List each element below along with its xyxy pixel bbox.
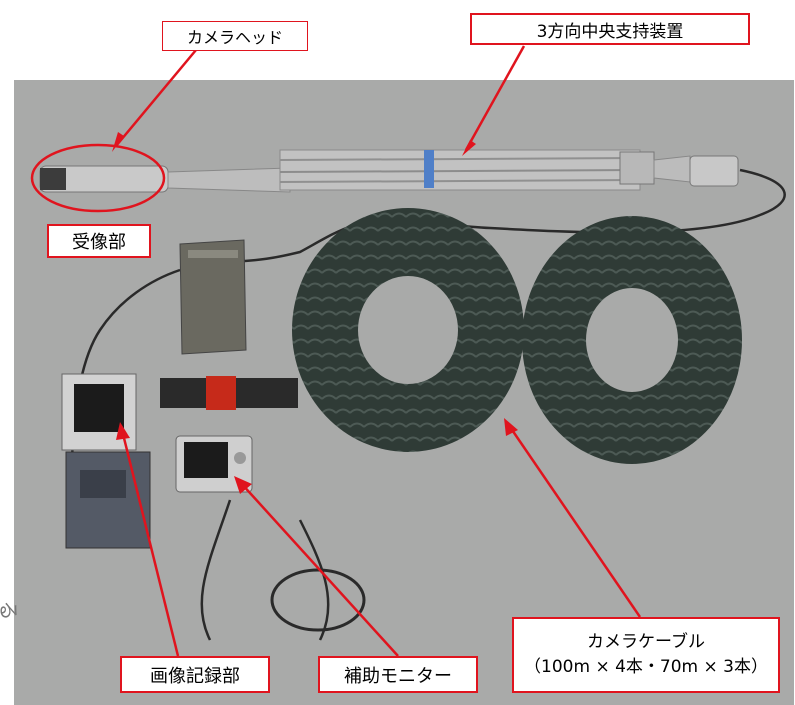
arrowhead-camera-head [112, 132, 124, 152]
auxiliary-monitor [175, 435, 253, 493]
camera-probe [39, 149, 739, 193]
arrowhead-monitor [234, 476, 252, 494]
label-support-device: 3方向中央支持装置 [470, 13, 750, 45]
pointer-monitor [239, 481, 399, 657]
cable-spec: （100m × 4本・70m × 3本） [524, 657, 768, 677]
recorder-unit [61, 373, 151, 549]
cable-coil-right [522, 216, 742, 464]
label-recorder: 画像記録部 [120, 656, 270, 693]
label-camera-head: カメラヘッド [162, 21, 308, 51]
pointer-support [464, 45, 526, 151]
camera-head-highlight [30, 143, 166, 213]
pointer-recorder [120, 429, 180, 657]
arrowhead-support [462, 140, 476, 156]
arrowhead-cable [504, 418, 518, 436]
pointer-camera-head [115, 49, 197, 147]
label-receiver: 受像部 [47, 224, 151, 258]
battery-pack [160, 376, 298, 410]
cable-coil-left [292, 208, 524, 452]
receiver-unit [179, 239, 247, 355]
label-aux-monitor: 補助モニター [318, 656, 478, 693]
small-cable-coil [270, 568, 366, 632]
arrowhead-recorder [116, 422, 130, 440]
cable-title: カメラケーブル [587, 632, 705, 653]
edge-text-fragment: る [0, 601, 25, 621]
label-camera-cable: カメラケーブル （100m × 4本・70m × 3本） [512, 617, 780, 693]
pointer-cable [506, 423, 642, 618]
annotations [30, 45, 642, 657]
